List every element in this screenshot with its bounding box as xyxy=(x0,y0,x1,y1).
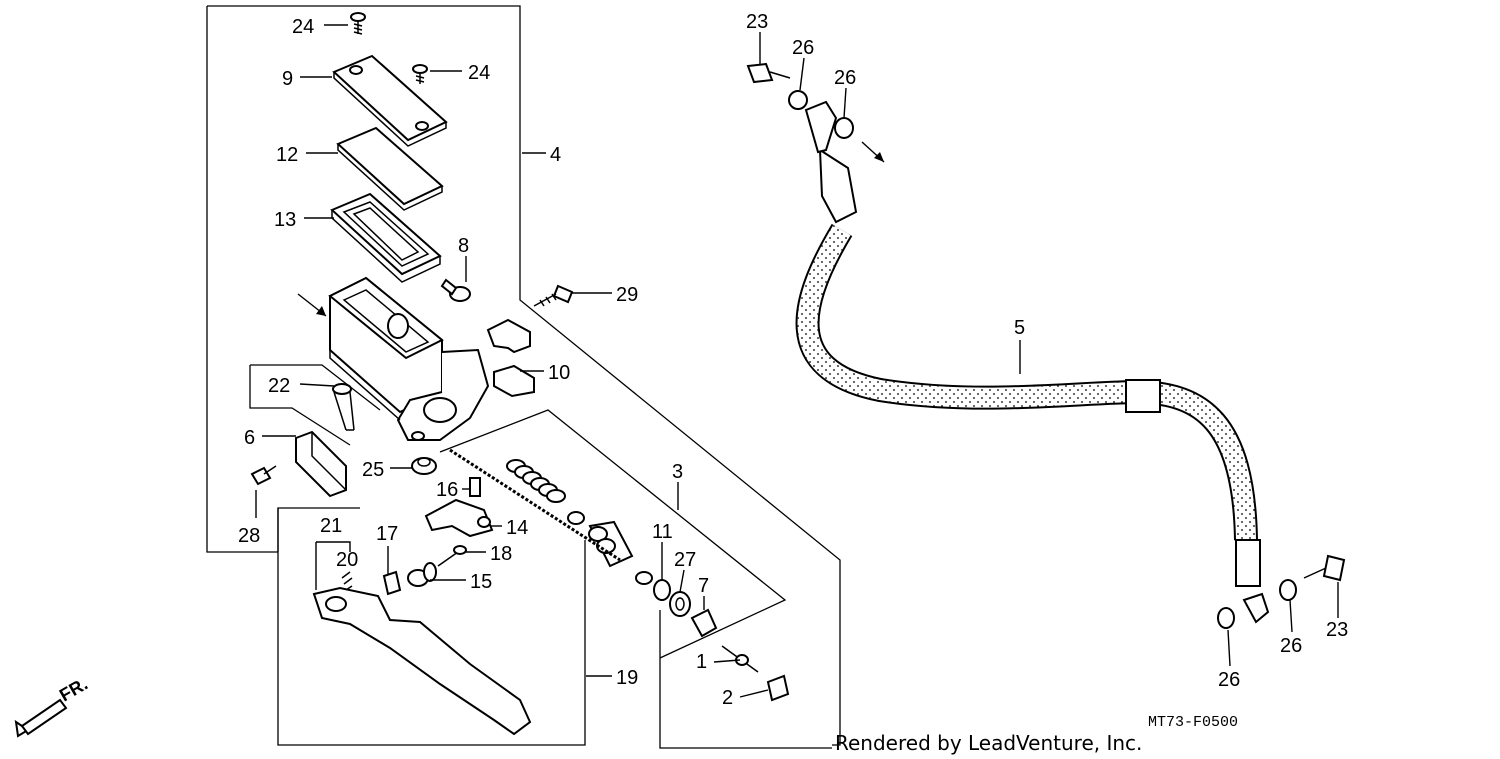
callout-23: 23 xyxy=(746,11,768,33)
washer-icon xyxy=(669,591,691,617)
bolt-icon xyxy=(746,62,791,84)
credit-text: Rendered by LeadVenture, Inc. xyxy=(835,731,1142,755)
drawing-code: MT73-F0500 xyxy=(1148,714,1238,731)
bolt-icon xyxy=(1303,554,1346,582)
front-direction-marker: FR. xyxy=(14,674,91,738)
callout-22: 22 xyxy=(268,375,290,397)
washer-icon xyxy=(653,579,671,601)
callout-21: 21 xyxy=(320,515,342,537)
callout-26: 26 xyxy=(792,37,814,59)
callout-20: 20 xyxy=(336,549,358,571)
holder-clamp-icon xyxy=(486,318,535,398)
callout-26: 26 xyxy=(1280,635,1302,657)
leader-lines xyxy=(255,24,1339,698)
callout-14: 14 xyxy=(506,517,528,539)
callout-11: 11 xyxy=(652,521,673,543)
callout-10: 10 xyxy=(548,362,570,384)
callout-24: 24 xyxy=(292,16,314,38)
callout-26: 26 xyxy=(1218,669,1240,691)
callout-7: 7 xyxy=(698,575,709,597)
lever-frame xyxy=(277,508,586,746)
master-cylinder-body-icon xyxy=(328,276,490,441)
spring-icon xyxy=(341,571,353,591)
push-rod-icon xyxy=(449,448,621,562)
cup-icon xyxy=(690,608,718,638)
screw-icon xyxy=(533,284,574,307)
callout-29: 29 xyxy=(616,284,638,306)
callout-15: 15 xyxy=(470,571,492,593)
screw-icon xyxy=(350,12,366,35)
callout-2: 2 xyxy=(722,687,733,709)
callout-9: 9 xyxy=(282,68,293,90)
screw-icon xyxy=(412,64,428,84)
reservoir-cap-icon xyxy=(332,54,448,147)
callout-6: 6 xyxy=(244,427,255,449)
callout-17: 17 xyxy=(376,523,398,545)
banjo-fitting-icon xyxy=(1217,579,1297,629)
switch-frame xyxy=(249,364,381,446)
piston-kit-frame xyxy=(439,409,832,749)
callout-3: 3 xyxy=(672,461,683,483)
callout-23: 23 xyxy=(1326,619,1348,641)
arrow-icon xyxy=(861,141,885,163)
screw-icon xyxy=(250,465,277,486)
diaphragm-icon xyxy=(330,192,442,283)
callout-labels: 24 24 9 12 13 8 4 29 10 22 6 25 28 16 14… xyxy=(238,11,1348,709)
callout-26: 26 xyxy=(834,67,856,89)
callout-1: 1 xyxy=(696,651,707,673)
callout-5: 5 xyxy=(1014,317,1025,339)
callout-16: 16 xyxy=(436,479,458,501)
callout-25: 25 xyxy=(362,459,384,481)
callout-4: 4 xyxy=(550,144,561,166)
adjuster-icon xyxy=(407,545,467,587)
diaphragm-plate-icon xyxy=(336,126,444,211)
callout-8: 8 xyxy=(458,235,469,257)
callout-24: 24 xyxy=(468,62,490,84)
callout-13: 13 xyxy=(274,209,296,231)
push-rod-icon xyxy=(721,645,759,673)
brake-switch-icon xyxy=(295,430,347,498)
pivot-bolt-icon xyxy=(332,383,355,431)
banjo-fitting-icon xyxy=(788,90,854,154)
sleeve-icon xyxy=(766,674,790,702)
bolt-icon xyxy=(469,477,481,497)
piston-spring-icon xyxy=(506,459,653,585)
brake-lever-icon xyxy=(312,586,532,736)
boot-icon xyxy=(411,457,437,475)
callout-12: 12 xyxy=(276,144,298,166)
callout-28: 28 xyxy=(238,525,260,547)
pivot-holder-icon xyxy=(424,498,494,538)
brake-hose-icon xyxy=(795,148,1261,587)
arrow-icon xyxy=(297,293,327,317)
collar-icon xyxy=(382,570,402,596)
bolt-icon xyxy=(440,278,471,302)
callout-27: 27 xyxy=(674,549,696,571)
callout-19: 19 xyxy=(616,667,638,689)
callout-18: 18 xyxy=(490,543,512,565)
